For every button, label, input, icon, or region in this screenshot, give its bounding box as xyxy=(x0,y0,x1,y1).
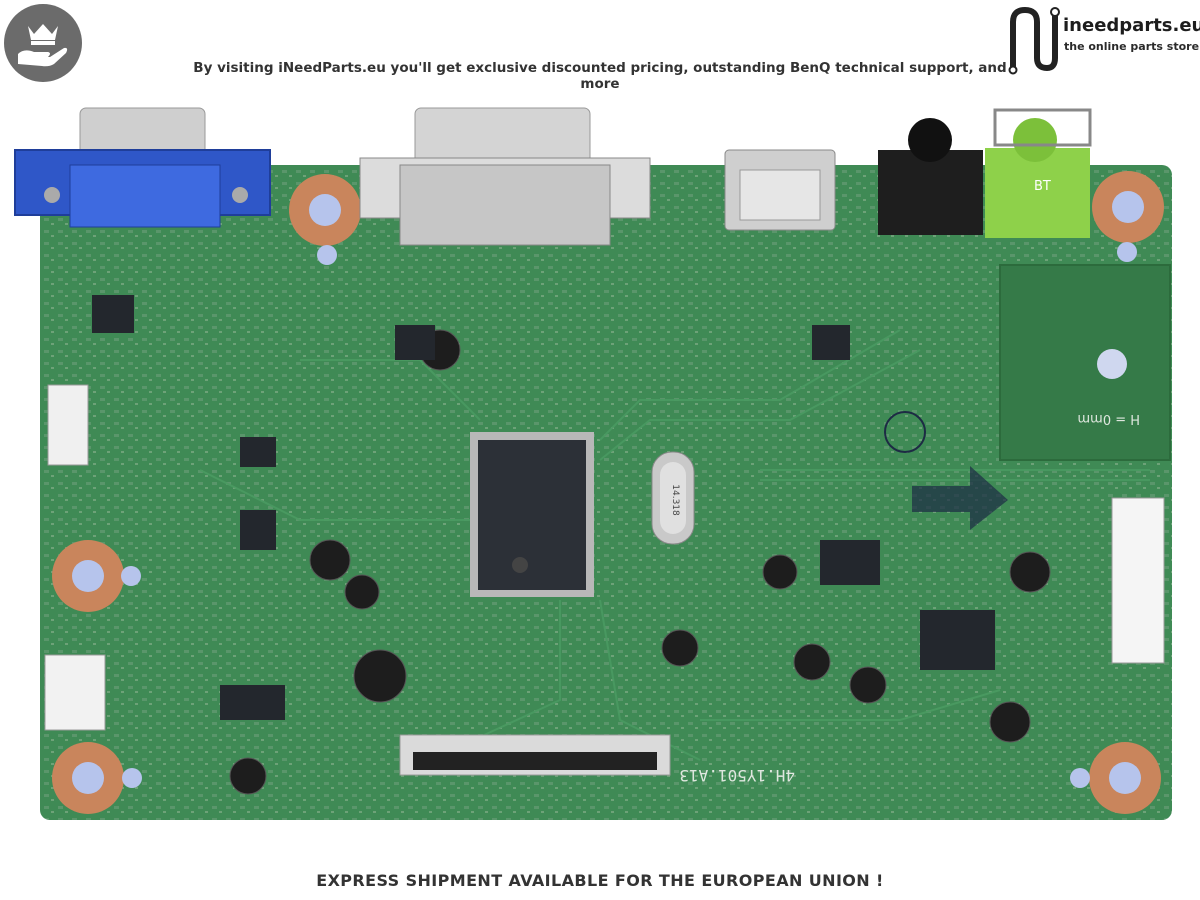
crystal-oscillator: 14.318 xyxy=(651,451,695,545)
usb-connector xyxy=(724,149,836,231)
crystal-label: 14.318 xyxy=(670,484,680,516)
small-ics xyxy=(92,295,995,720)
brand-tagline: the online parts store xyxy=(1064,40,1200,53)
shipping-notice: EXPRESS SHIPMENT AVAILABLE FOR THE EUROP… xyxy=(316,871,884,890)
left-connector xyxy=(47,384,89,466)
ground-pad xyxy=(999,264,1171,461)
dvi-connector xyxy=(359,107,651,246)
board-part-number: 4H.1Y501.A13 xyxy=(679,766,795,785)
brand-name: ineedparts.eu xyxy=(1063,15,1200,36)
scaler-chip xyxy=(470,432,594,597)
power-connector xyxy=(44,654,106,731)
mounting-holes xyxy=(52,171,1164,814)
height-marking: H = 0mm xyxy=(1077,411,1140,426)
ineedparts-logo[interactable] xyxy=(1003,2,1198,78)
vga-connector xyxy=(14,107,271,228)
promo-banner-text: By visiting iNeedParts.eu you'll get exc… xyxy=(193,60,1007,92)
audio-jack-label: BT xyxy=(1034,179,1051,194)
audio-jacks xyxy=(878,108,1092,238)
crown-hand-badge-icon xyxy=(4,4,82,82)
right-header-connector xyxy=(1111,497,1165,664)
ineedparts-logo-icon xyxy=(1008,6,1060,75)
